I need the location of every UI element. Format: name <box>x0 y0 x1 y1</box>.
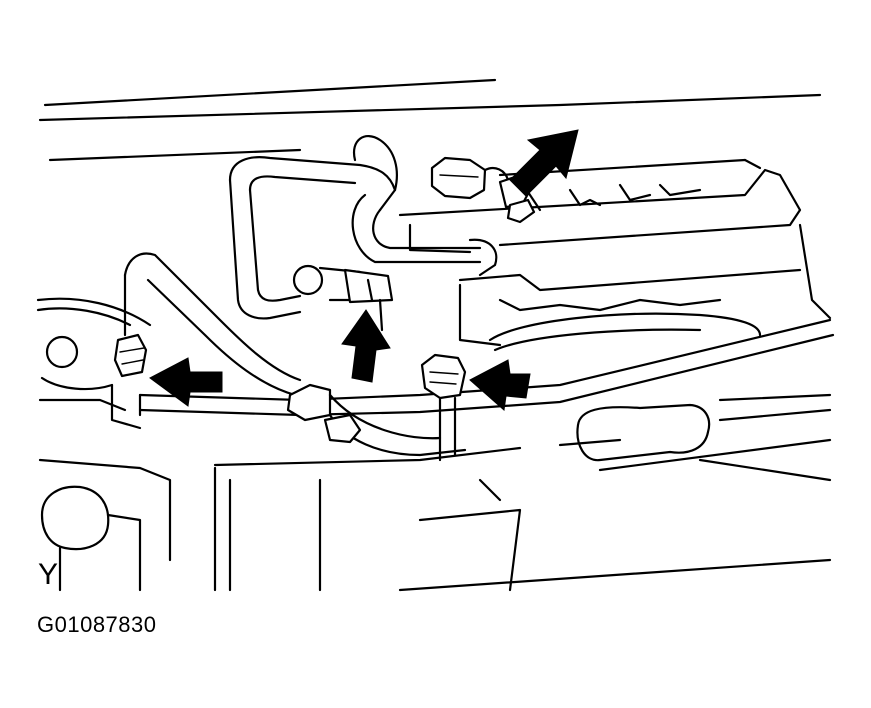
center-connector <box>292 264 394 332</box>
left-hose-clamp <box>113 252 302 417</box>
upper-hose-loop <box>228 135 482 320</box>
arrow-lower-connector <box>469 359 531 411</box>
lower-connector <box>420 353 467 462</box>
view-label: Y <box>38 558 59 591</box>
hood-lines <box>38 78 822 162</box>
upper-connectors <box>430 156 536 224</box>
arrow-center-connector <box>341 309 391 383</box>
engine-manifold <box>398 158 832 352</box>
lower-hose <box>286 383 467 457</box>
arrow-left-clamp <box>149 357 223 407</box>
wiring-harness <box>38 318 835 592</box>
reservoir-cap <box>40 485 142 592</box>
figure-id: G01087830 <box>37 612 157 637</box>
arrow-upper-right-connector <box>509 129 579 197</box>
fender-bracket <box>318 393 832 592</box>
strut-tower <box>36 297 152 430</box>
